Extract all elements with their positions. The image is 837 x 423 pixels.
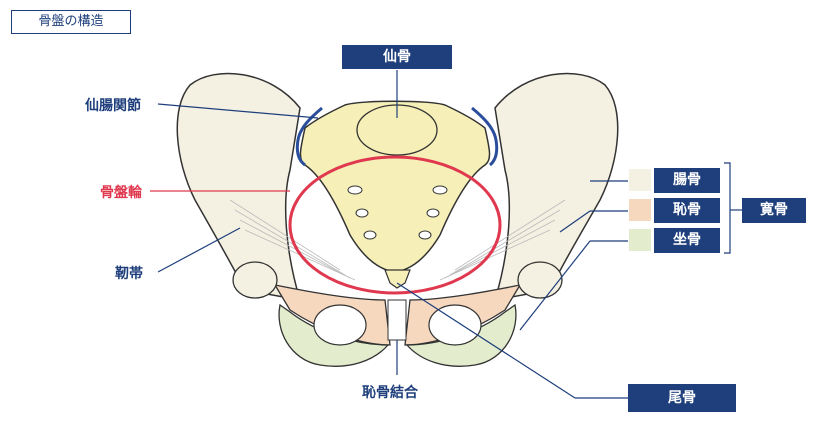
right-obturator-foramen (429, 305, 481, 345)
pubis-swatch (629, 199, 651, 221)
pubic-symphysis-label: 恥骨結合 (362, 382, 418, 402)
hip-bone-label: 寛骨 (742, 198, 806, 223)
ischium-swatch (629, 229, 651, 251)
ilium-swatch (629, 169, 651, 191)
right-acetabulum (518, 262, 562, 298)
sacrum-label: 仙骨 (342, 45, 452, 69)
left-acetabulum (233, 262, 277, 298)
ligament-label: 靭帯 (115, 263, 143, 283)
left-obturator-foramen (314, 305, 366, 345)
pubis-legend-label: 恥骨 (654, 198, 720, 223)
pelvic-ring-label: 骨盤輪 (100, 182, 142, 202)
sacroiliac-joint-label: 仙腸関節 (85, 95, 141, 115)
right-ilium (495, 73, 618, 300)
ischium-legend-label: 坐骨 (654, 228, 720, 253)
coccyx-label: 尾骨 (628, 384, 736, 412)
pubic-symphysis-shape (388, 300, 406, 340)
ilium-legend-label: 腸骨 (654, 168, 720, 193)
coccyx-shape (385, 270, 410, 288)
